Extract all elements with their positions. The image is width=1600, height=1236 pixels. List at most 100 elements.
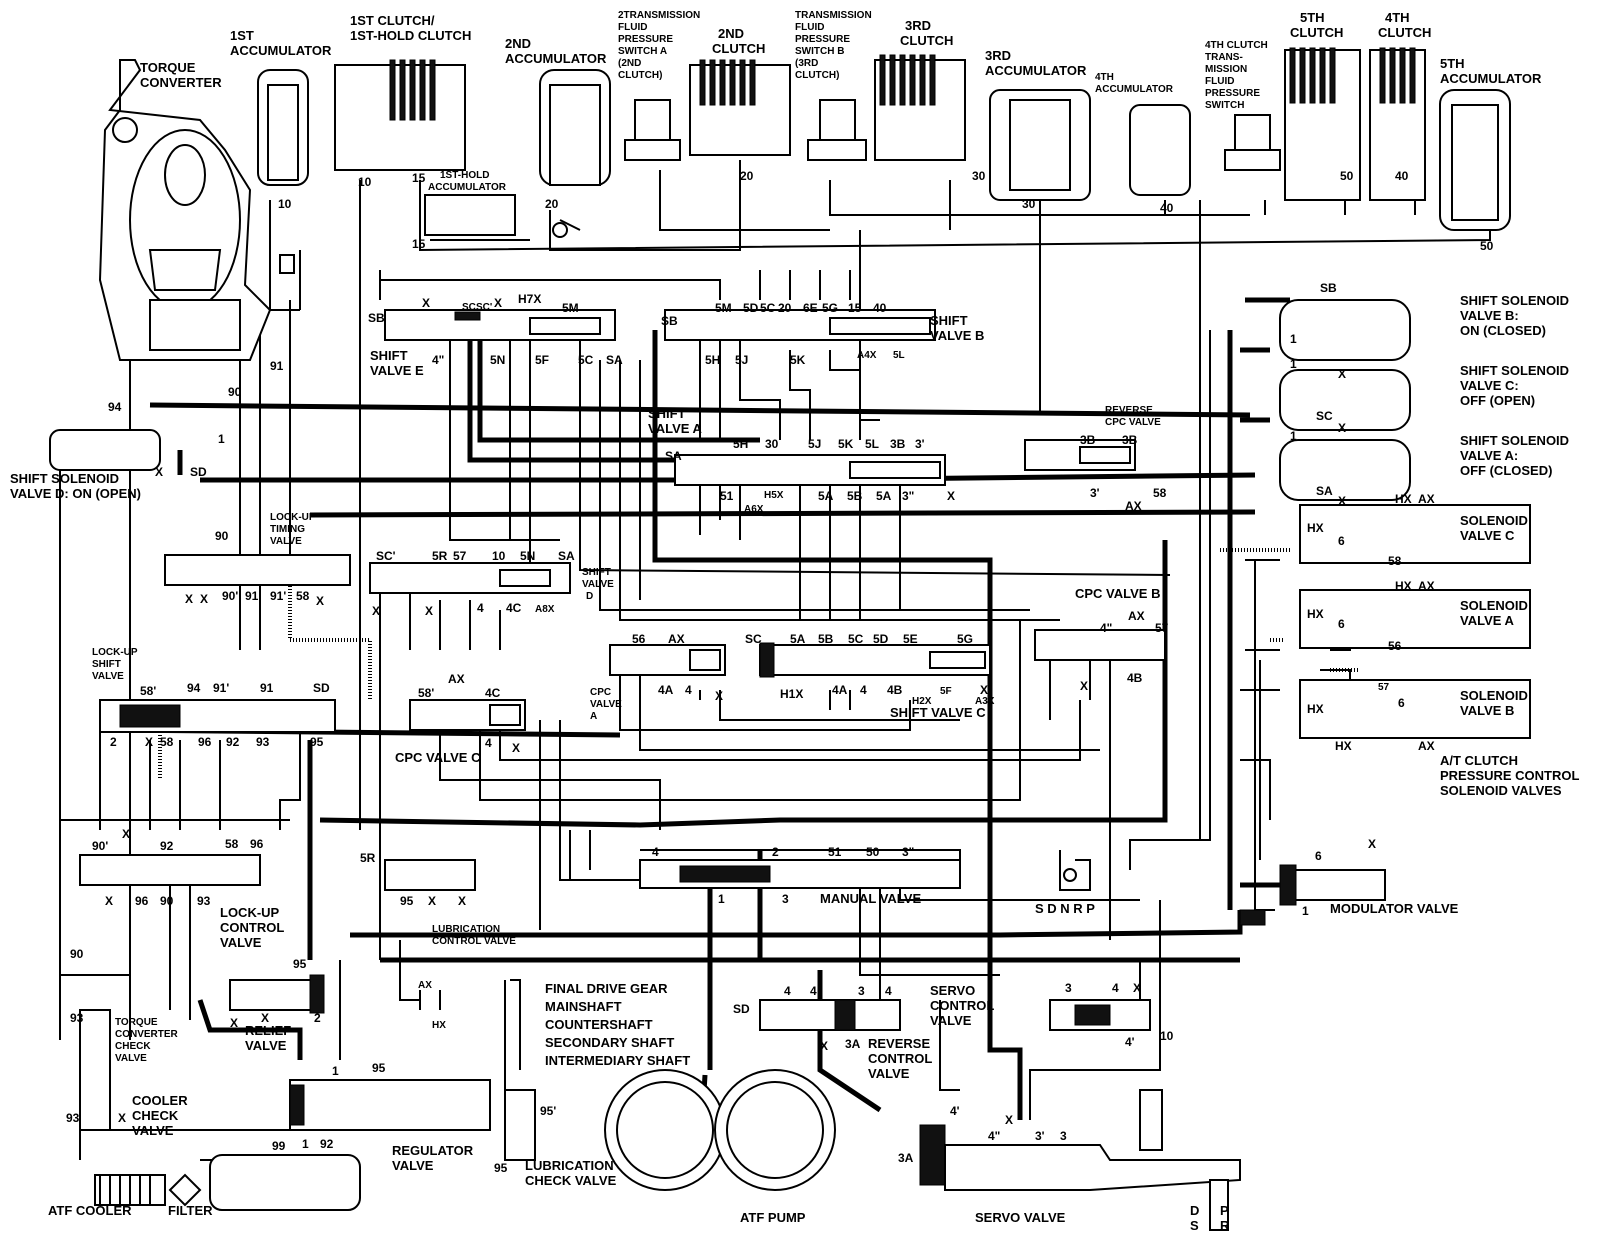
port-label: SC [1316,409,1333,423]
port-label: 50 [1480,239,1494,253]
port-label: 10 [278,197,292,211]
port-label: X [1133,981,1141,995]
port-label: 58 [1153,486,1167,500]
port-label: 4" [432,353,444,367]
port-label: X [428,894,436,908]
port-label: 5R [360,851,376,865]
port-label: X [230,1016,238,1030]
port-label: 20 [778,301,792,315]
port-label: 91' [213,681,229,695]
port-label: 5A [818,489,834,503]
port-label: 4 [477,601,484,615]
port-label: 57 [1155,621,1169,635]
port-label: 92 [160,839,174,853]
port-label: AX [1125,499,1142,513]
port-label: 4 [685,683,692,697]
port-label: X [1338,421,1346,435]
port-label: 56 [632,632,646,646]
port-label: 95 [494,1161,508,1175]
port-label: HX [1307,521,1324,535]
port-label: 90 [228,385,242,399]
port-label: X [422,296,430,310]
port-label: 90' [92,839,108,853]
label-manual-valve: MANUAL VALVE [820,891,921,906]
port-label: 1 [718,892,725,906]
port-label: HX [1335,739,1352,753]
port-label: 91 [270,359,284,373]
port-label: 94 [108,400,122,414]
port-label: A8X [535,604,555,615]
port-label: 5N [520,549,535,563]
port-label: 1 [1290,332,1297,346]
port-label: HX [1307,702,1324,716]
port-label: X [155,465,163,479]
port-label: X [200,592,208,606]
port-label: 4C [506,601,522,615]
port-label: 4 [652,845,659,859]
port-label: H5X [764,490,784,501]
port-label: 3" [902,845,914,859]
port-label: SC' [376,549,396,563]
port-label: 3" [902,489,914,503]
port-label: 90 [160,894,174,908]
port-label: 3 [858,984,865,998]
port-label: 5C [760,301,776,315]
port-label: 3 [1065,981,1072,995]
port-label: 5N [490,353,505,367]
port-label: SB [368,311,385,325]
port-label: X [122,827,130,841]
port-label: 3A [845,1037,861,1051]
port-label: 5F [535,353,549,367]
port-label: 6 [1338,617,1345,631]
port-label: 95 [293,957,307,971]
port-label: 2 [314,1011,321,1025]
port-label: 93 [70,1011,84,1025]
port-label: 4 [1112,981,1119,995]
port-label: 4B [1127,671,1143,685]
port-label: 4A [832,683,848,697]
port-label: SC [745,632,762,646]
label-servo-valve: SERVO VALVE [975,1210,1066,1225]
port-label: AX [418,980,432,991]
port-label: 57 [1378,682,1390,693]
port-label: 5L [865,437,879,451]
port-label: 30 [765,437,779,451]
port-label: 5R [432,549,448,563]
port-label: SD [733,1002,750,1016]
port-label: X [1338,494,1346,508]
port-label: X [820,1039,828,1053]
port-label: HX [1307,607,1324,621]
port-label: 6 [1398,696,1405,710]
port-label: 5B [818,632,834,646]
port-label: A6X [744,504,764,515]
port-label: X [425,604,433,618]
port-label: AX [1418,579,1435,593]
port-label: X [145,735,153,749]
port-label: 91 [260,681,274,695]
label-cpc-b: CPC VALVE B [1075,586,1160,601]
port-label: 51 [720,489,734,503]
port-label: 5C [578,353,594,367]
port-label: X [316,594,324,608]
port-label: 4" [1100,621,1112,635]
port-label: 1 [302,1137,309,1151]
port-label: SB [661,314,678,328]
